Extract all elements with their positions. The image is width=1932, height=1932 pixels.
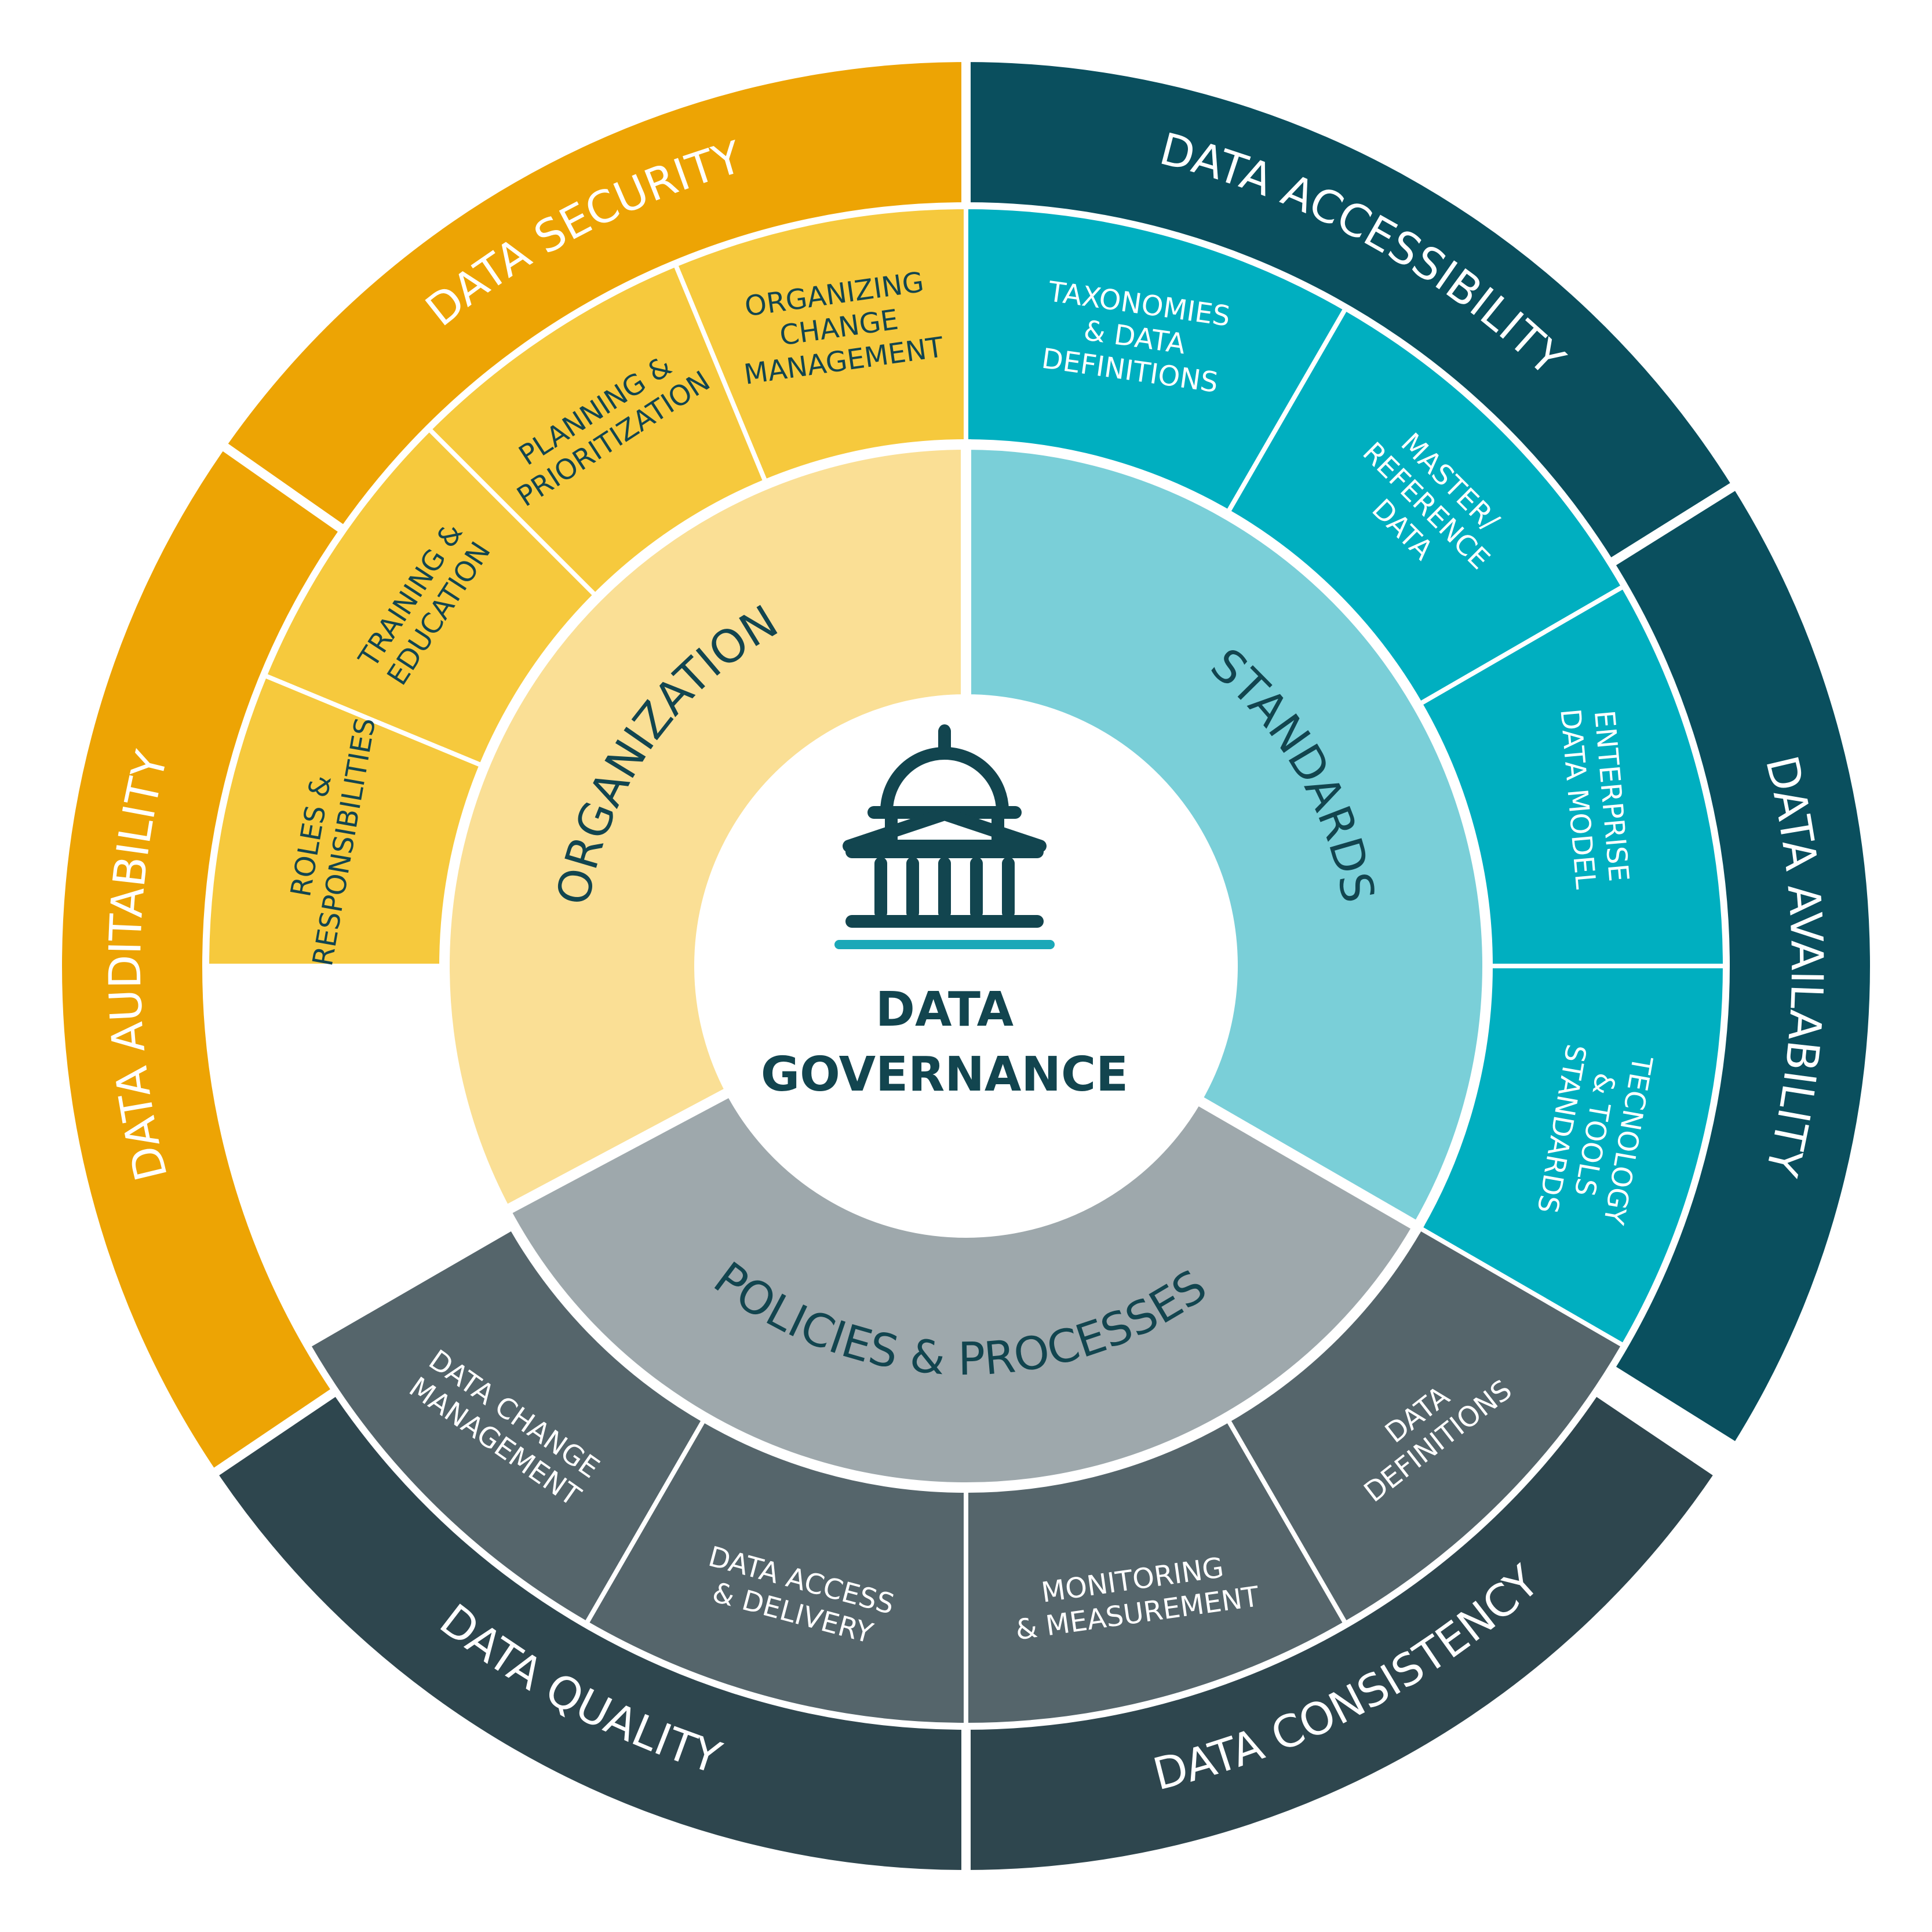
title-underline [834,940,1055,949]
center-hub: DATA GOVERNANCE [699,699,1233,1233]
center-circle [699,699,1233,1233]
center-title-line-1: DATA [876,982,1014,1037]
center-title-line-2: GOVERNANCE [761,1047,1128,1102]
capitol-building-icon [843,724,1047,928]
policies-segment [498,1084,1425,1493]
data-auditability-segment [53,438,351,1494]
